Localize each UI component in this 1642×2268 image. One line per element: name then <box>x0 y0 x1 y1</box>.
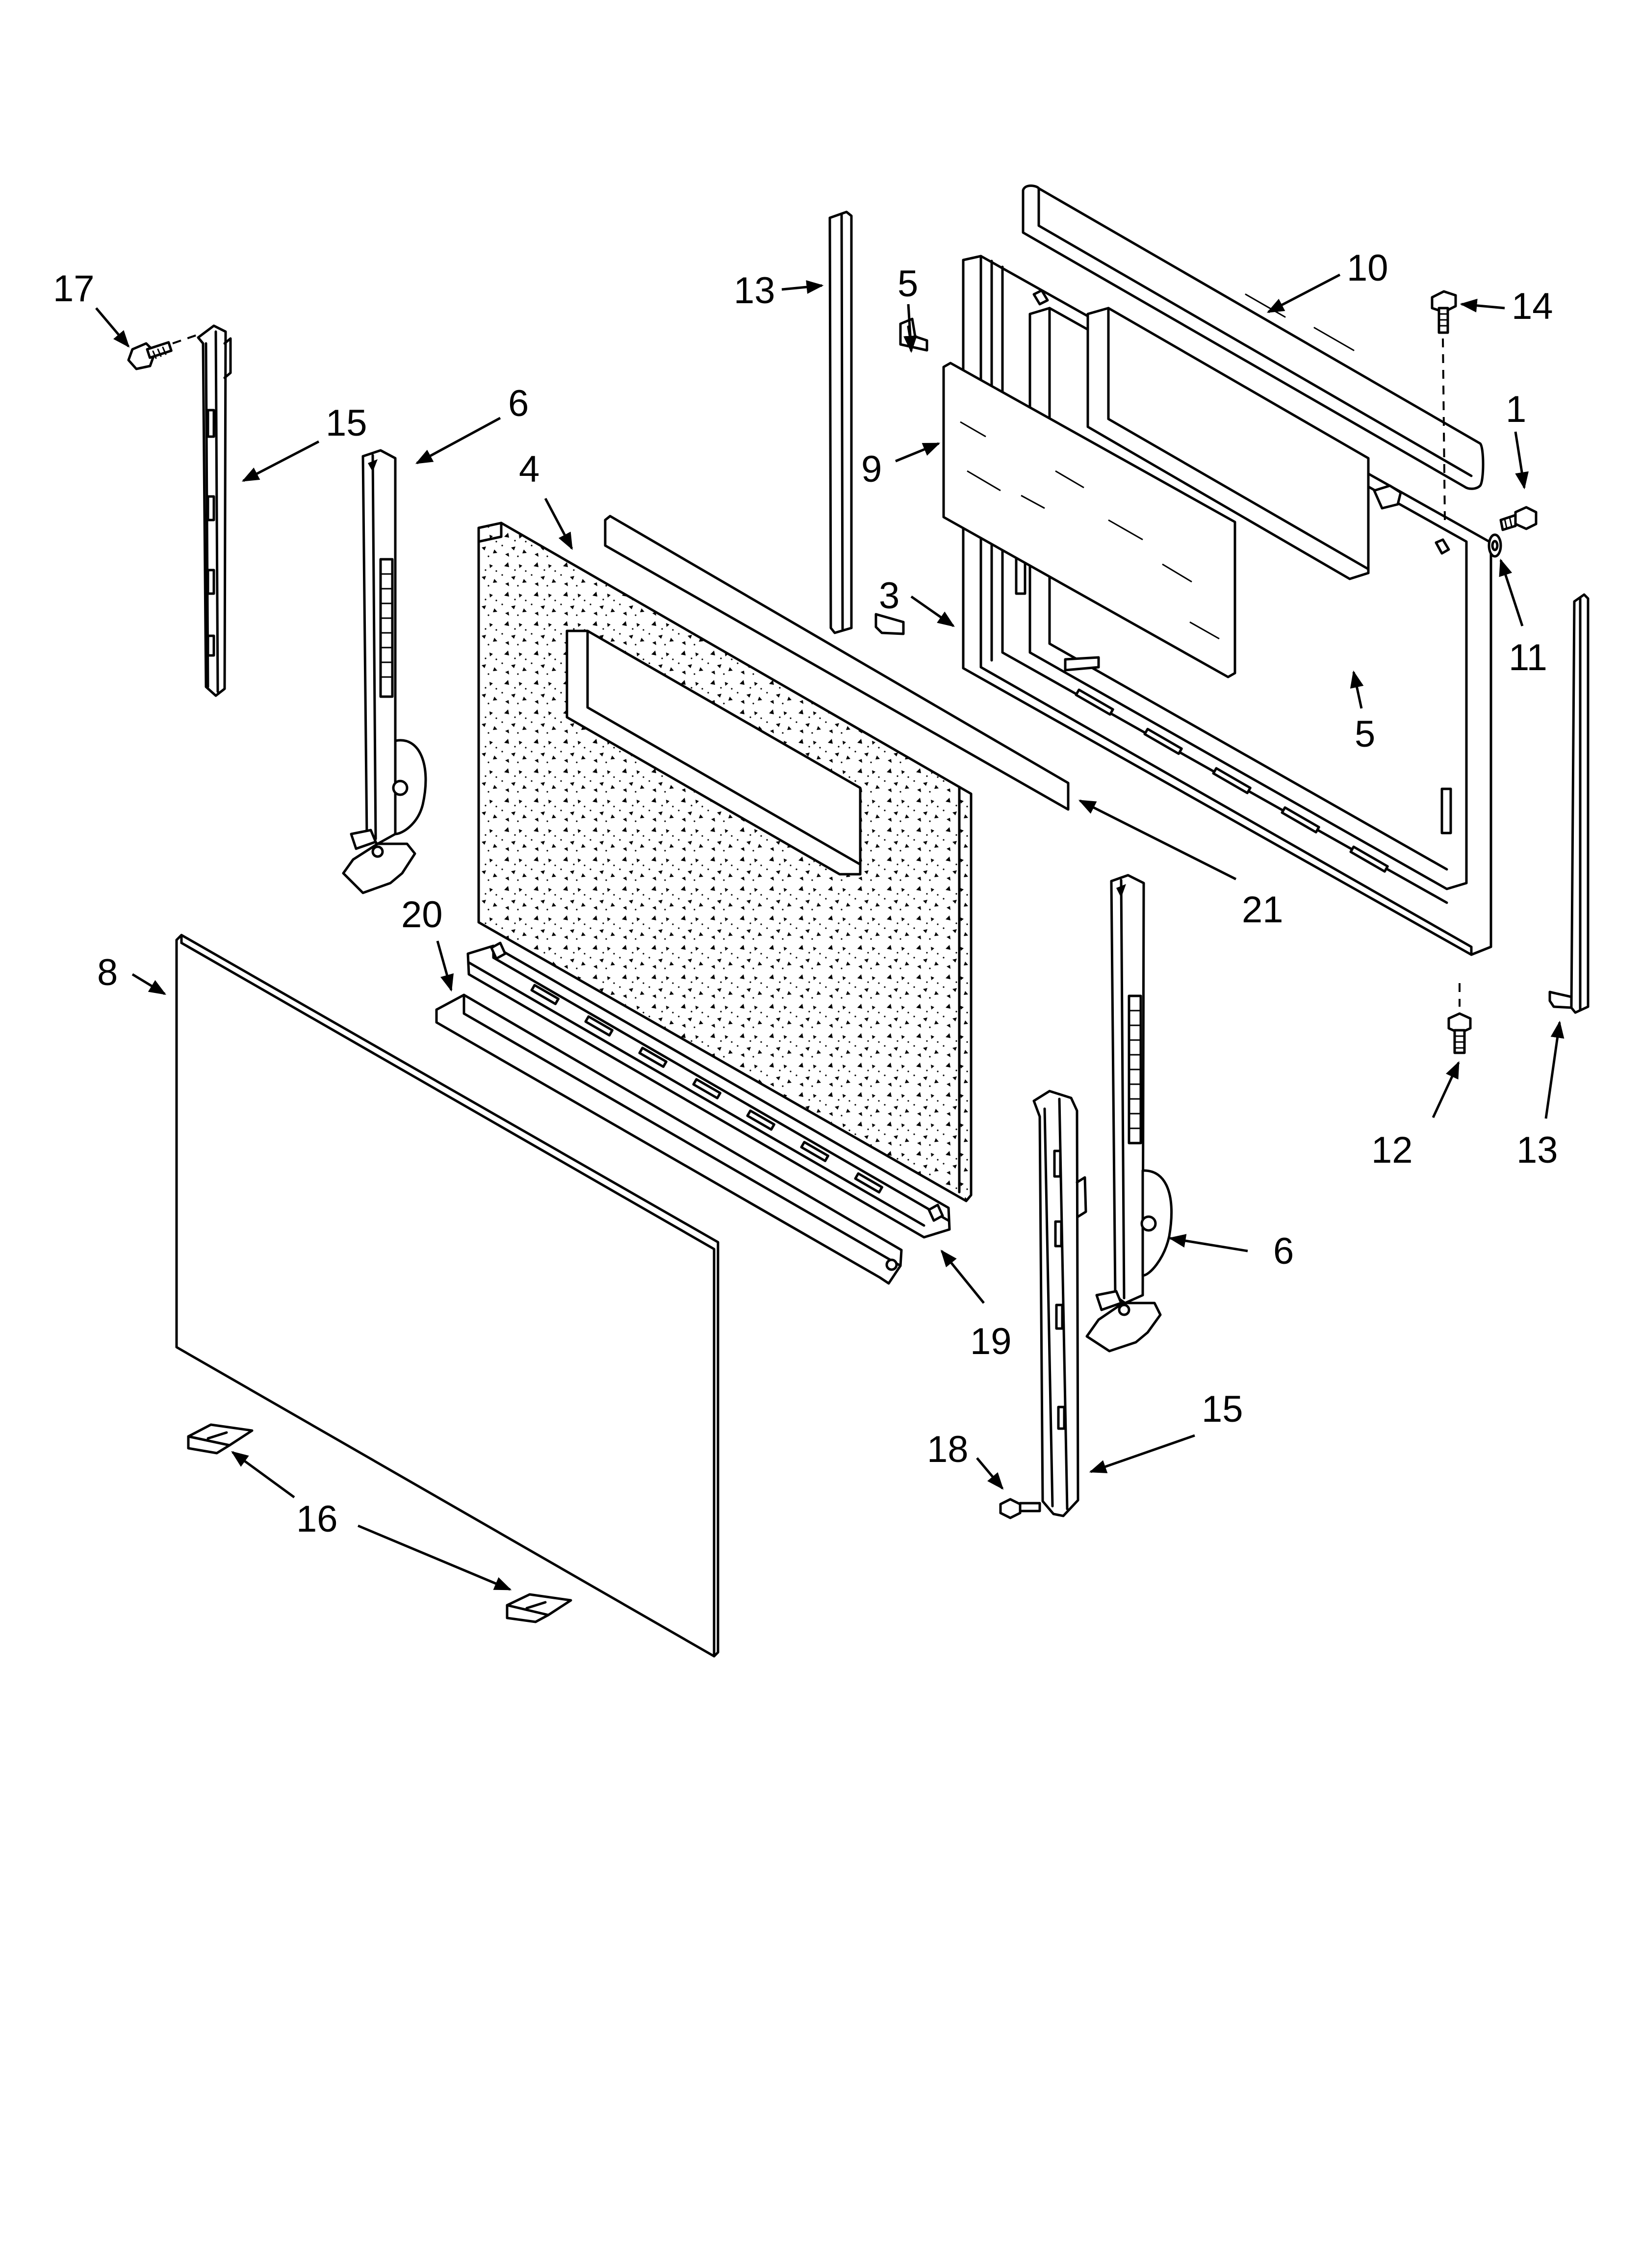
callout-12: 12 <box>1371 1129 1413 1171</box>
callout-13-right: 13 <box>1516 1129 1558 1171</box>
callout-14: 14 <box>1512 286 1553 327</box>
callout-20: 20 <box>401 894 443 936</box>
hinge-receiver-15-right <box>1032 1090 1087 1517</box>
window-glass-9 <box>942 362 1236 678</box>
callout-6-right: 6 <box>1273 1230 1294 1272</box>
callout-15-left: 15 <box>326 402 367 444</box>
callout-3: 3 <box>879 575 899 617</box>
callout-labels: 17 15 6 4 13 5 9 3 10 14 1 11 5 21 20 8 … <box>53 247 1558 1540</box>
screw-14 <box>1431 290 1457 521</box>
callout-21: 21 <box>1242 889 1283 931</box>
callout-9: 9 <box>861 448 882 490</box>
callout-1: 1 <box>1506 389 1526 430</box>
callout-8: 8 <box>97 952 118 993</box>
callout-6-left: 6 <box>508 383 529 424</box>
screw-18 <box>999 1498 1041 1519</box>
leader-lines <box>95 273 1565 1591</box>
hinge-6-left <box>342 449 427 894</box>
clip-16-right <box>506 1593 572 1623</box>
clip-5-upper <box>899 317 928 352</box>
callout-17: 17 <box>53 268 95 310</box>
callout-13-upper: 13 <box>734 270 775 312</box>
clip-16-left <box>187 1423 254 1455</box>
lower-vent-channel-19 <box>466 941 951 1239</box>
callout-5-upper: 5 <box>898 263 918 305</box>
vent-deflector-20 <box>435 993 903 1285</box>
callout-18: 18 <box>927 1429 969 1470</box>
side-trim-13-right <box>1548 593 1590 1014</box>
callout-5-lower: 5 <box>1355 713 1375 755</box>
side-trim-13-upper <box>828 210 905 635</box>
callout-4: 4 <box>519 448 539 490</box>
callout-11: 11 <box>1509 637 1547 678</box>
door-insulation-4 <box>477 521 973 1202</box>
screw-1 <box>1499 506 1538 531</box>
washer-11 <box>1488 533 1502 558</box>
seal-strip-21 <box>604 515 1070 811</box>
door-top-trim-10 <box>1022 184 1485 490</box>
callout-19: 19 <box>970 1321 1012 1362</box>
hinge-receiver-15-left <box>197 324 232 697</box>
hinge-6-right <box>1085 874 1173 1353</box>
callout-10: 10 <box>1347 247 1388 289</box>
outer-door-panel-8 <box>175 934 719 1658</box>
screw-17 <box>127 333 202 370</box>
screw-12 <box>1447 983 1472 1054</box>
callout-16: 16 <box>296 1498 338 1540</box>
callout-15-right: 15 <box>1202 1388 1243 1430</box>
